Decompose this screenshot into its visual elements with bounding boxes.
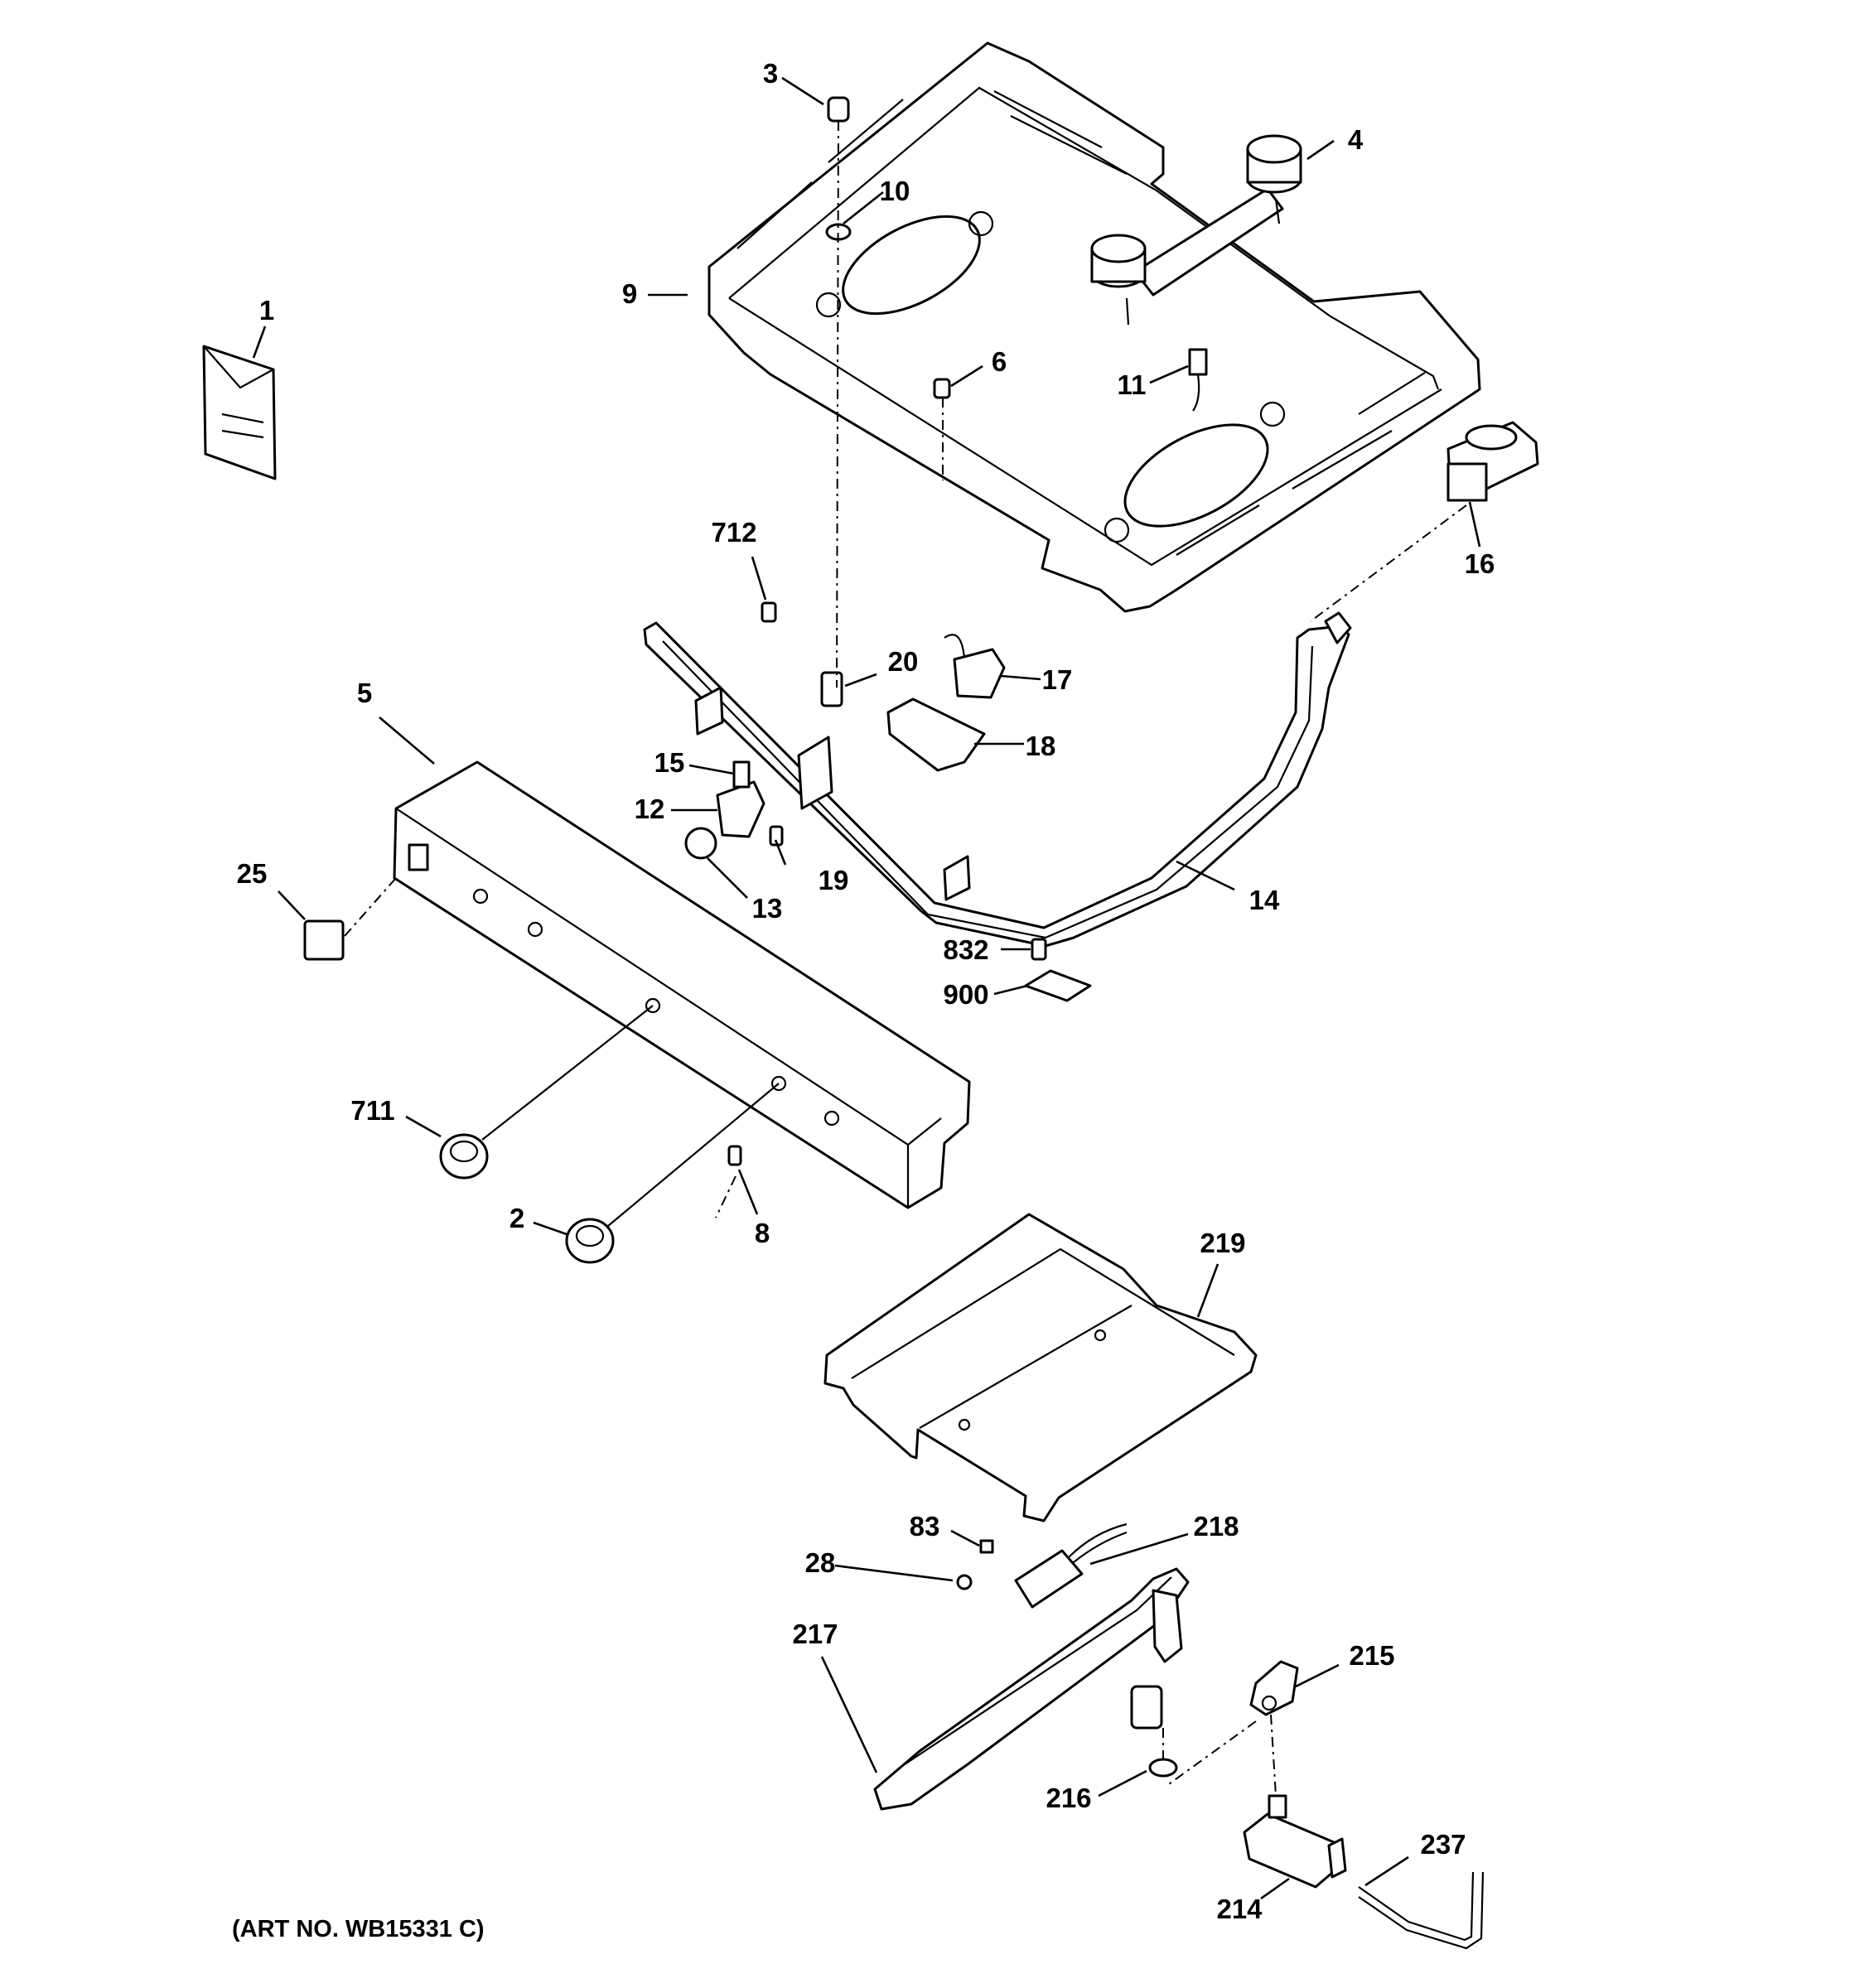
part-4-burner-valves	[1090, 134, 1302, 326]
part-6-screw	[933, 378, 951, 399]
part-2-knob	[565, 1218, 615, 1264]
callout-20: 20	[888, 646, 919, 677]
part-13-knob-skirt	[684, 827, 717, 860]
callout-9: 9	[622, 278, 637, 309]
callout-218: 218	[1193, 1511, 1239, 1542]
part-18-ignition-module	[886, 697, 986, 772]
callout-217: 217	[792, 1619, 838, 1649]
part-3-screw	[827, 96, 850, 123]
callout-216: 216	[1046, 1783, 1091, 1813]
callout-10: 10	[880, 176, 910, 206]
part-900-bracket	[1024, 969, 1092, 1002]
callout-1: 1	[259, 295, 274, 326]
callout-12: 12	[635, 794, 665, 824]
callout-19: 19	[819, 865, 849, 895]
part-25-switch	[303, 919, 345, 961]
part-83-spacer	[979, 1539, 994, 1554]
callout-6: 6	[992, 346, 1007, 377]
part-215-bracket	[1249, 1660, 1299, 1716]
callout-13: 13	[752, 893, 783, 924]
callout-219: 219	[1200, 1228, 1245, 1258]
part-11-clip	[1188, 348, 1208, 412]
part-17-switch	[944, 634, 1006, 699]
manifold-bracket	[943, 855, 971, 901]
callout-5: 5	[357, 678, 372, 708]
part-214-oven-valve	[1243, 1794, 1347, 1889]
part-28-screw	[956, 1574, 973, 1590]
part-712-screw	[761, 601, 777, 623]
callout-labels: 1 3 4 10 9 6 11 16 712 20 17 18 5 15 12 …	[237, 58, 1495, 1924]
part-832-screw	[1031, 938, 1047, 961]
part-20-orifice	[820, 671, 843, 707]
callout-4: 4	[1348, 124, 1364, 155]
part-1-literature-envelope	[202, 345, 277, 480]
assembly-lines	[344, 120, 1467, 1797]
part-711-knob	[439, 1133, 489, 1180]
part-9-burner-box	[708, 41, 1481, 613]
callout-83: 83	[910, 1511, 940, 1542]
leader-lines	[252, 76, 1481, 1900]
part-8-screw	[727, 1145, 742, 1166]
manifold-bracket	[797, 736, 833, 810]
manifold-bracket	[694, 686, 724, 736]
part-237-tubing	[1358, 1871, 1485, 1950]
part-14-manifold-pipe	[643, 611, 1352, 948]
callout-711: 711	[350, 1095, 394, 1126]
part-16-pressure-regulator	[1446, 421, 1539, 502]
callout-214: 214	[1216, 1894, 1263, 1924]
callout-18: 18	[1026, 731, 1056, 761]
art-number: (ART NO. WB15331 C)	[232, 1916, 485, 1942]
part-12-valve	[716, 760, 765, 838]
part-5-control-panel	[393, 760, 971, 1209]
callout-28: 28	[805, 1547, 836, 1578]
callout-8: 8	[755, 1218, 770, 1248]
callout-215: 215	[1349, 1640, 1394, 1671]
part-218-igniter	[1014, 1522, 1128, 1609]
callout-14: 14	[1249, 885, 1280, 915]
callout-25: 25	[237, 858, 268, 889]
part-219-shield	[823, 1213, 1258, 1522]
callout-712: 712	[711, 517, 756, 548]
callout-16: 16	[1465, 548, 1495, 579]
callout-11: 11	[1118, 369, 1147, 400]
callout-15: 15	[654, 747, 685, 778]
part-216-orifice	[1130, 1685, 1178, 1778]
callout-2: 2	[510, 1203, 524, 1233]
callout-3: 3	[763, 58, 778, 89]
part-217-oven-burner	[873, 1567, 1190, 1811]
callout-900: 900	[943, 979, 988, 1010]
callout-832: 832	[943, 934, 988, 965]
callout-237: 237	[1420, 1829, 1466, 1860]
callout-17: 17	[1042, 664, 1073, 695]
